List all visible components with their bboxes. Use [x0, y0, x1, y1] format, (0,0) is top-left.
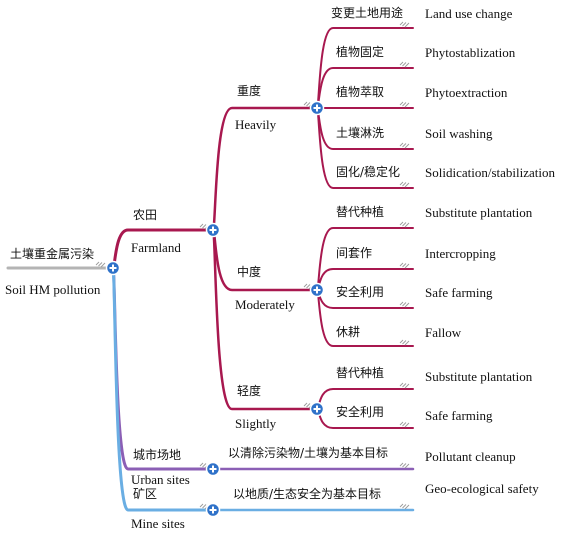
- mine-label-zh: 矿区: [133, 487, 158, 501]
- farmland-label-zh: 农田: [133, 208, 158, 222]
- heavily-item-zh: 植物萃取: [336, 85, 385, 99]
- urban-label-zh: 城市场地: [133, 448, 182, 462]
- resize-grip-icon[interactable]: [399, 421, 410, 428]
- resize-grip-icon[interactable]: [95, 261, 106, 268]
- heavily-item-en: Land use change: [425, 6, 513, 21]
- farmland-label-en: Farmland: [131, 240, 181, 255]
- heavily-item-en: Solidication/stabilization: [425, 165, 555, 180]
- resize-grip-icon[interactable]: [399, 301, 410, 308]
- slightly-item-en: Substitute plantation: [425, 369, 533, 384]
- mine-connector: [111, 266, 215, 512]
- resize-grip-icon[interactable]: [399, 101, 410, 108]
- heavily-item-en: Soil washing: [425, 126, 493, 141]
- moderately-item-en: Intercropping: [425, 246, 496, 261]
- urban-expand-node[interactable]: [205, 461, 221, 477]
- moderately-item-en: Substitute plantation: [425, 205, 533, 220]
- resize-grip-icon[interactable]: [399, 382, 410, 389]
- slightly-item-en: Safe farming: [425, 408, 493, 423]
- resize-grip-icon[interactable]: [399, 142, 410, 149]
- resize-grip-icon[interactable]: [399, 262, 410, 269]
- heavily-expand-node[interactable]: [309, 100, 325, 116]
- resize-grip-icon[interactable]: [399, 21, 410, 28]
- root-label-en: Soil HM pollution: [5, 282, 101, 297]
- slightly-label-en: Slightly: [235, 416, 277, 431]
- mine-goal-zh: 以地质/生态安全为基本目标: [233, 487, 382, 501]
- heavily-label-zh: 重度: [237, 84, 262, 98]
- slightly-expand-node[interactable]: [309, 401, 325, 417]
- resize-grip-icon[interactable]: [399, 339, 410, 346]
- urban-goal-en: Pollutant cleanup: [425, 449, 516, 464]
- slightly-item-zh: 替代种植: [336, 366, 385, 380]
- heavily-item-en: Phytoextraction: [425, 85, 508, 100]
- urban-label-en: Urban sites: [131, 472, 190, 487]
- heavily-item-en: Phytostablization: [425, 45, 516, 60]
- heavily-item-zh: 变更土地用途: [331, 6, 404, 20]
- moderately-expand-node[interactable]: [309, 282, 325, 298]
- moderately-item-en: Safe farming: [425, 285, 493, 300]
- urban-goal-zh: 以清除污染物/土壤为基本目标: [228, 446, 389, 460]
- resize-grip-icon[interactable]: [399, 181, 410, 188]
- slightly-label-zh: 轻度: [237, 384, 262, 398]
- urban-connector: [111, 266, 215, 471]
- heavily-item-zh: 植物固定: [336, 45, 385, 59]
- heavily-label-en: Heavily: [235, 117, 277, 132]
- farmland-expand-node[interactable]: [205, 222, 221, 238]
- mine-goal-en: Geo-ecological safety: [425, 481, 539, 496]
- heavily-item-zh: 固化/稳定化: [336, 165, 401, 179]
- root-label-zh: 土壤重金属污染: [10, 247, 95, 261]
- moderately-item-zh: 安全利用: [336, 285, 385, 299]
- resize-grip-icon[interactable]: [399, 221, 410, 228]
- resize-grip-icon[interactable]: [399, 462, 410, 469]
- mine-expand-node[interactable]: [205, 502, 221, 518]
- slightly-connector: [211, 228, 319, 411]
- moderately-item-zh: 休耕: [336, 325, 361, 339]
- resize-grip-icon[interactable]: [399, 61, 410, 68]
- moderately-label-en: Moderately: [235, 297, 295, 312]
- root-expand-node[interactable]: [105, 260, 121, 276]
- slightly-item-zh: 安全利用: [336, 405, 385, 419]
- moderately-connector: [211, 228, 319, 292]
- mine-label-en: Mine sites: [131, 516, 185, 531]
- heavily-item-zh: 土壤淋洗: [336, 126, 385, 140]
- moderately-item-en: Fallow: [425, 325, 462, 340]
- moderately-item-zh: 间套作: [336, 246, 373, 260]
- resize-grip-icon[interactable]: [399, 503, 410, 510]
- moderately-label-zh: 中度: [237, 265, 262, 279]
- moderately-item-zh: 替代种植: [336, 205, 385, 219]
